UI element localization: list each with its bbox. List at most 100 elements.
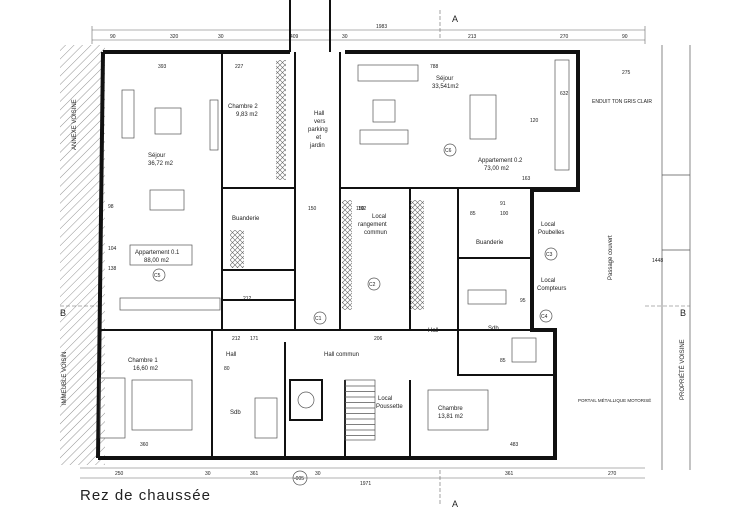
room-local-poubelles-2: Poubelles (538, 230, 564, 236)
section-a-top: A (452, 14, 458, 24)
room-chambre1: Chambre 1 (128, 358, 158, 364)
dim-top-1: 320 (170, 34, 179, 40)
dim-interior-1: 227 (235, 64, 244, 70)
room-appt1: Appartement 0.1 (135, 250, 180, 256)
dim-interior-18: 120 (530, 118, 539, 124)
dim-interior-24: 138 (108, 266, 117, 272)
dim-interior-11: 206 (374, 336, 383, 342)
room-hall-right: Hall (428, 328, 438, 334)
room-appt2: Appartement 0.2 (478, 158, 523, 164)
tag-c5: C5 (154, 273, 161, 279)
room-labels: Séjour 36,72 m2 Chambre 2 9,83 m2 Hall v… (128, 76, 566, 420)
dim-interior-10: 171 (250, 336, 259, 342)
technical-shafts (230, 60, 424, 310)
room-hall-parking-5: jardin (309, 143, 325, 149)
dim-bottom-3: 30 (315, 471, 321, 477)
dim-interior-21: 85 (470, 211, 476, 217)
tag-circle-c5 (152, 268, 166, 282)
room-local-compteurs-2: Compteurs (537, 286, 566, 292)
room-hall-left: Hall (226, 352, 236, 358)
dim-interior-16: 98 (108, 204, 114, 210)
room-local-poussette-1: Local (378, 396, 392, 402)
dim-interior-3: 275 (622, 70, 631, 76)
tag-circle-c3 (544, 247, 558, 261)
section-markers: A A B B (60, 10, 690, 509)
room-local-poubelles-1: Local (541, 222, 555, 228)
section-b-right: B (680, 308, 686, 318)
section-b-left: B (60, 308, 66, 318)
tag-c4: C4 (541, 314, 548, 320)
dim-interior-22: 85 (500, 358, 506, 364)
dim-bottom-2: 361 (250, 471, 259, 477)
dim-interior-4: 163 (522, 176, 531, 182)
appt1-label-box (129, 244, 193, 266)
elevator (289, 379, 323, 421)
dim-interior-5: 150 (308, 206, 317, 212)
dim-interior-19: 80 (224, 366, 230, 372)
room-sejour-left: Séjour (148, 153, 165, 159)
dim-interior-15: 95 (520, 298, 526, 304)
room-appt2-area: 73,00 m2 (484, 166, 510, 172)
dim-interior-6: 150 (356, 206, 365, 212)
room-local-rangement-3: commun (364, 230, 387, 236)
neighbor-lines-right (661, 45, 691, 470)
dim-interior-20: 632 (560, 91, 569, 97)
room-appt1-area: 88,00 m2 (144, 258, 170, 264)
dim-top-5: 213 (468, 34, 477, 40)
room-chambre3: Chambre (438, 406, 463, 412)
dim-top-7: 90 (622, 34, 628, 40)
dim-bottom-5: 270 (608, 471, 617, 477)
dim-interior-12: 360 (140, 442, 149, 448)
room-hall-commun: Hall commun (324, 352, 359, 358)
room-local-compteurs-1: Local (541, 278, 555, 284)
tag-c1: C1 (315, 316, 322, 322)
dim-bottom-1: 30 (205, 471, 211, 477)
neighbor-left-bottom: IMMEUBLE VOISIN (62, 352, 68, 405)
dim-top-6: 270 (560, 34, 569, 40)
room-chambre2: Chambre 2 (228, 104, 258, 110)
plan-notes: ENDUIT TON GRIS CLAIR Passage couvert PO… (62, 99, 686, 405)
axis-marker: -005 (292, 470, 308, 486)
room-chambre3-area: 13,81 m2 (438, 414, 464, 420)
tag-c2: C2 (369, 282, 376, 288)
dim-interior-0: 393 (158, 64, 167, 70)
room-local-rangement-2: rangement (358, 222, 387, 228)
room-buanderie-left: Buanderie (232, 216, 260, 222)
note-portail: PORTAIL MÉTALLIQUE MOTORISÉ (578, 397, 651, 403)
dim-top-3: 409 (290, 34, 299, 40)
interior-walls (98, 52, 578, 458)
dim-interior-7: 192 (358, 206, 367, 212)
dim-bottom-0: 250 (115, 471, 124, 477)
staircase (344, 379, 376, 441)
dim-top-total: 1983 (376, 24, 387, 30)
room-chambre1-area: 16,60 m2 (133, 366, 159, 372)
dim-top-2: 30 (218, 34, 224, 40)
room-sejour-right-area: 33,541m2 (432, 84, 459, 90)
neighbor-right: PROPRIÉTÉ VOISINE (679, 339, 686, 400)
dim-interior-23: 104 (108, 246, 117, 252)
furniture-left (99, 89, 221, 439)
dim-interior-13: 483 (510, 442, 519, 448)
dim-right-vertical: 1448 (652, 258, 663, 264)
tag-circle-c2 (367, 277, 381, 291)
room-chambre2-area: 9,83 m2 (236, 112, 258, 118)
tag-circle-c1 (313, 311, 327, 325)
room-sejour-left-area: 36,72 m2 (148, 161, 174, 167)
tag-circle-c6 (443, 143, 457, 157)
dim-interior-2: 788 (430, 64, 439, 70)
note-passage: Passage couvert (608, 235, 614, 280)
room-local-rangement-1: Local (372, 214, 386, 220)
axis-label: -005 (294, 476, 304, 482)
dim-interior-8: 212 (243, 296, 252, 302)
furniture-right (254, 59, 570, 439)
dim-bottom-total: 1971 (360, 481, 371, 487)
room-hall-parking-4: et (316, 135, 321, 141)
dim-interior-9: 212 (232, 336, 241, 342)
dim-bottom-4: 361 (505, 471, 514, 477)
room-hall-parking-2: vers (314, 119, 325, 125)
room-local-poussette-2: Poussette (376, 404, 403, 410)
room-sejour-right: Séjour (436, 76, 453, 82)
